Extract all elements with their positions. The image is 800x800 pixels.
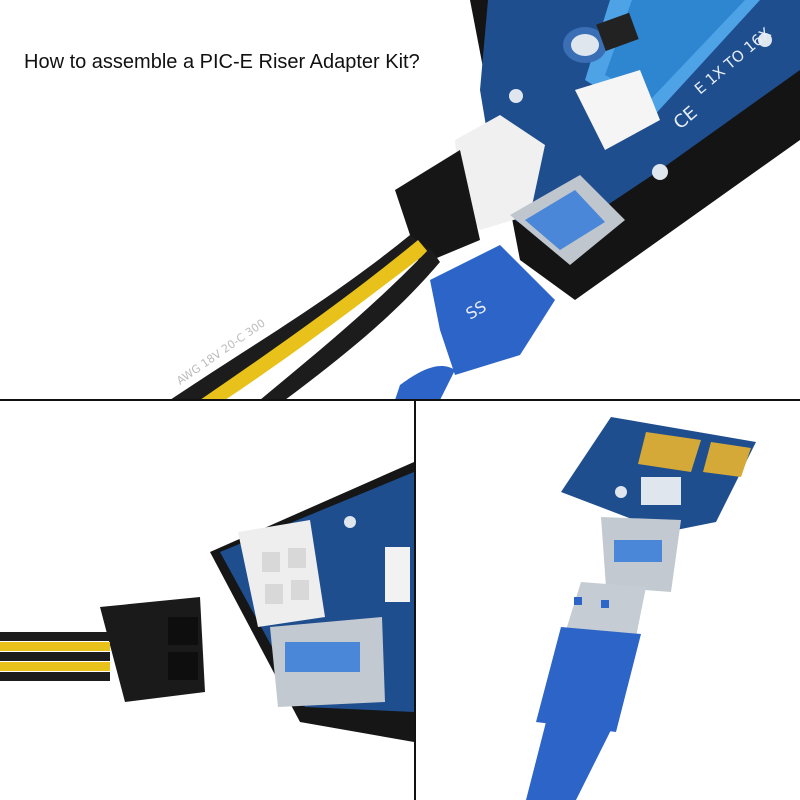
chip	[596, 12, 639, 51]
slot-latch	[575, 70, 660, 150]
usb-cable	[395, 365, 455, 400]
bottom-right-photo	[526, 417, 756, 800]
bottom-left-photo	[0, 462, 414, 742]
power-cable	[170, 235, 430, 400]
usb-cable	[526, 722, 611, 800]
power-plug	[395, 150, 480, 265]
vertical-divider	[414, 400, 416, 800]
power-socket	[238, 520, 325, 627]
usb-plug-metal	[566, 582, 646, 637]
top-panel-photo: E 1X TO 16X CE AWG 18V 20-C 300 SS	[170, 0, 800, 400]
power-socket	[455, 115, 545, 230]
horizontal-divider	[0, 399, 800, 401]
usb-plug	[430, 245, 555, 375]
usb-plug	[536, 627, 641, 732]
adapter-pcb	[561, 417, 756, 532]
power-plug	[100, 597, 205, 702]
image-title: How to assemble a PIC-E Riser Adapter Ki…	[24, 51, 420, 73]
gold-contacts	[638, 432, 701, 472]
